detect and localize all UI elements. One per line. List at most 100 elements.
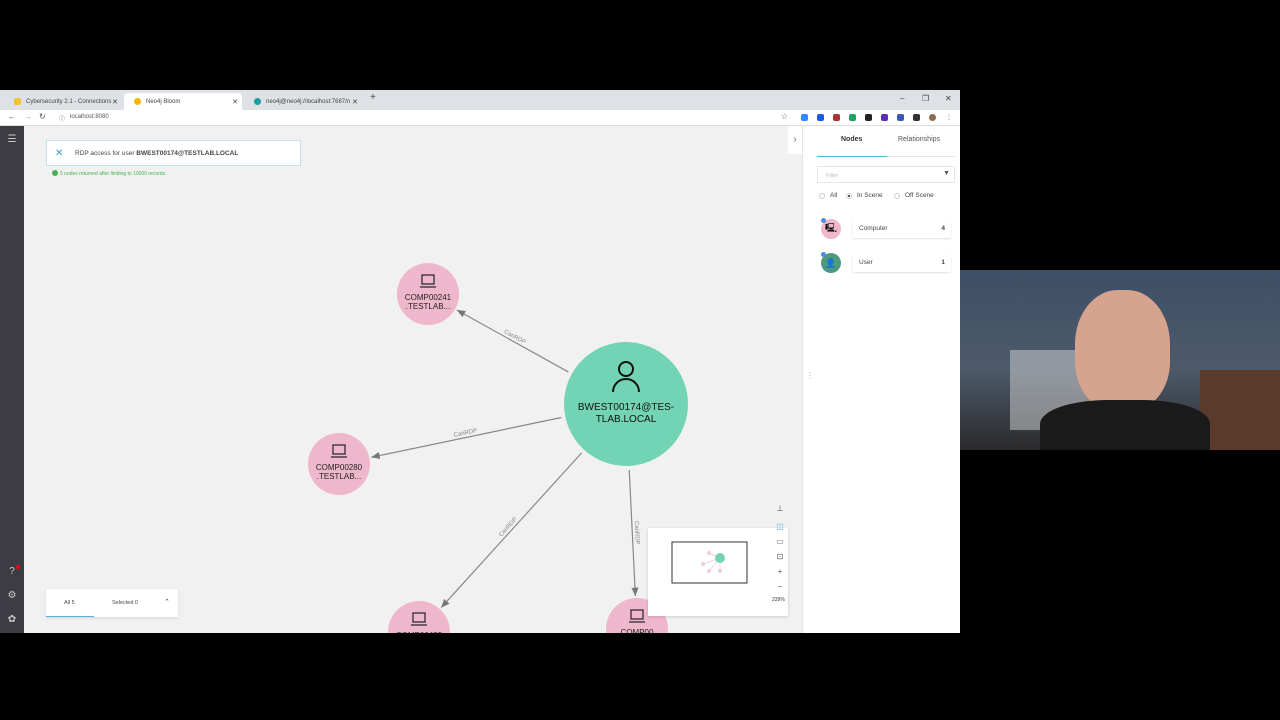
profile-avatar[interactable] [929, 114, 936, 121]
bloom-icon [134, 98, 141, 105]
extension-icon[interactable] [897, 114, 904, 121]
resize-handle[interactable]: ⋮ [806, 371, 814, 380]
computer-node[interactable]: COMP00280.TESTLAB... [308, 433, 370, 495]
tab-all[interactable]: All 5 [64, 600, 75, 606]
relationship-edge[interactable] [628, 469, 639, 597]
slides-icon [14, 98, 21, 105]
relationship-label: CanRDP [498, 517, 518, 539]
tab-cybersecurity[interactable]: Cybersecurity 2.1 - Connections✕ [4, 93, 122, 110]
maximize-icon[interactable]: ❐ [922, 94, 930, 103]
radio-off-scene[interactable]: Off Scene [894, 192, 934, 199]
presentation-icon[interactable]: ▭ [776, 537, 784, 546]
close-window-icon[interactable]: ✕ [945, 94, 952, 103]
clear-query-icon[interactable]: ✕ [55, 147, 64, 159]
tab-indicator [817, 156, 887, 157]
zoom-level: 239% [772, 597, 785, 603]
radio-in-scene[interactable]: In Scene [846, 192, 883, 199]
extension-icon[interactable] [833, 114, 840, 121]
back-icon[interactable]: ← [8, 112, 16, 121]
tab-selected[interactable]: Selected 0 [112, 600, 138, 606]
radio-all[interactable]: All [819, 192, 837, 199]
extension-icon[interactable] [881, 114, 888, 121]
result-tabs: All 5 Selected 0 ⌃ [46, 589, 178, 617]
forward-icon[interactable]: → [24, 112, 32, 121]
node-label: .TESTLAB... [406, 302, 450, 311]
address-bar: ← → ↻ ⓘ localhost:8080 ☆ ⋮ [0, 110, 960, 126]
zoom-in-icon[interactable]: + [777, 567, 783, 576]
user-node[interactable]: BWEST00174@TES-TLAB.LOCAL [564, 342, 688, 466]
right-panel: Nodes Relationships Filter▼ All In Scene… [802, 126, 960, 633]
left-sidebar: ☰ ? ⚙ ✿ [0, 126, 24, 633]
minimize-icon[interactable]: – [900, 94, 905, 103]
node-label: BWEST00174@TES- [578, 402, 674, 413]
computer-node[interactable]: COMP00241.TESTLAB... [397, 263, 459, 325]
relationship-edge[interactable] [456, 309, 569, 373]
extension-icon[interactable] [865, 114, 872, 121]
tab-nodes[interactable]: Nodes [841, 136, 863, 143]
plugin-icon[interactable]: ✿ [7, 614, 17, 625]
help-icon[interactable]: ? [6, 565, 20, 577]
bookmark-star-icon[interactable]: ☆ [781, 112, 789, 121]
tab-neo4j-bloom[interactable]: Neo4j Bloom✕ [124, 93, 242, 110]
node-label: COMP00241 [405, 293, 452, 302]
neo4j-icon [254, 98, 261, 105]
relationship-edge[interactable] [371, 416, 562, 460]
user-icon: 👤 [821, 253, 841, 273]
minimap-node [718, 569, 722, 573]
minimap-node [715, 553, 725, 563]
computer-icon [331, 444, 347, 458]
browser-window: Cybersecurity 2.1 - Connections✕ Neo4j B… [0, 90, 960, 633]
webcam-video [960, 270, 1280, 450]
minimap-toggle-icon[interactable]: ◫ [776, 522, 784, 531]
node-label: TLAB.LOCAL [596, 414, 657, 425]
relationship-edge[interactable] [440, 452, 583, 608]
bitwarden-extension-icon[interactable] [817, 114, 824, 121]
drive-extension-icon[interactable] [849, 114, 856, 121]
info-icon: ⓘ [59, 117, 66, 123]
node-label: .TESTLAB... [317, 472, 361, 481]
filter-input[interactable]: Filter▼ [817, 166, 955, 183]
reload-icon[interactable]: ↻ [39, 112, 46, 121]
minimap-node [707, 551, 711, 555]
new-tab-button[interactable]: + [370, 92, 376, 103]
close-tab-icon[interactable]: ✕ [352, 98, 358, 106]
node-label: COMP00499 [396, 631, 443, 633]
settings-icon[interactable]: ⚙ [7, 590, 17, 601]
computer-node[interactable]: COMP00499.TESTLAB... [388, 601, 450, 633]
zoom-extension-icon[interactable] [801, 114, 808, 121]
minimap-node [701, 562, 705, 566]
computer-icon [420, 274, 436, 288]
tab-bar: Cybersecurity 2.1 - Connections✕ Neo4j B… [0, 90, 960, 110]
layout-icon[interactable]: ⊥ [776, 504, 784, 513]
perspective-icon[interactable]: ☰ [7, 134, 17, 145]
computer-icon [411, 612, 427, 626]
minimap[interactable]: ◫ ▭ ⊡ + − 239% [648, 522, 788, 616]
menu-icon[interactable]: ⋮ [946, 115, 952, 121]
close-tab-icon[interactable]: ✕ [232, 98, 238, 106]
chevron-up-icon[interactable]: ⌃ [164, 599, 170, 606]
computer-icon [629, 609, 645, 623]
collapse-panel-button[interactable]: › [788, 126, 802, 154]
relationship-label: CanRDP [633, 521, 640, 545]
divider [887, 156, 955, 157]
check-icon [52, 170, 58, 176]
node-label: COMP00280 [316, 463, 363, 472]
puzzle-icon[interactable] [913, 114, 920, 121]
fit-screen-icon[interactable]: ⊡ [776, 552, 784, 561]
user-icon [612, 361, 640, 393]
tab-neo4j-browser[interactable]: neo4j@neo4j://localhost:7687/n✕ [244, 93, 362, 110]
search-query-box[interactable]: ✕ RDP access for user BWEST00174@TESTLAB… [46, 140, 301, 166]
zoom-out-icon[interactable]: − [777, 582, 783, 591]
tab-relationships[interactable]: Relationships [898, 136, 941, 143]
query-status: 5 nodes returned after limiting to 10000… [52, 170, 166, 177]
relationship-label: CanRDP [453, 428, 477, 439]
url-field[interactable]: localhost:8080 [70, 114, 109, 120]
computer-icon: 🖳 [821, 219, 841, 239]
close-tab-icon[interactable]: ✕ [112, 98, 118, 106]
filter-icon[interactable]: ▼ [943, 170, 950, 177]
tab-indicator [46, 616, 94, 617]
